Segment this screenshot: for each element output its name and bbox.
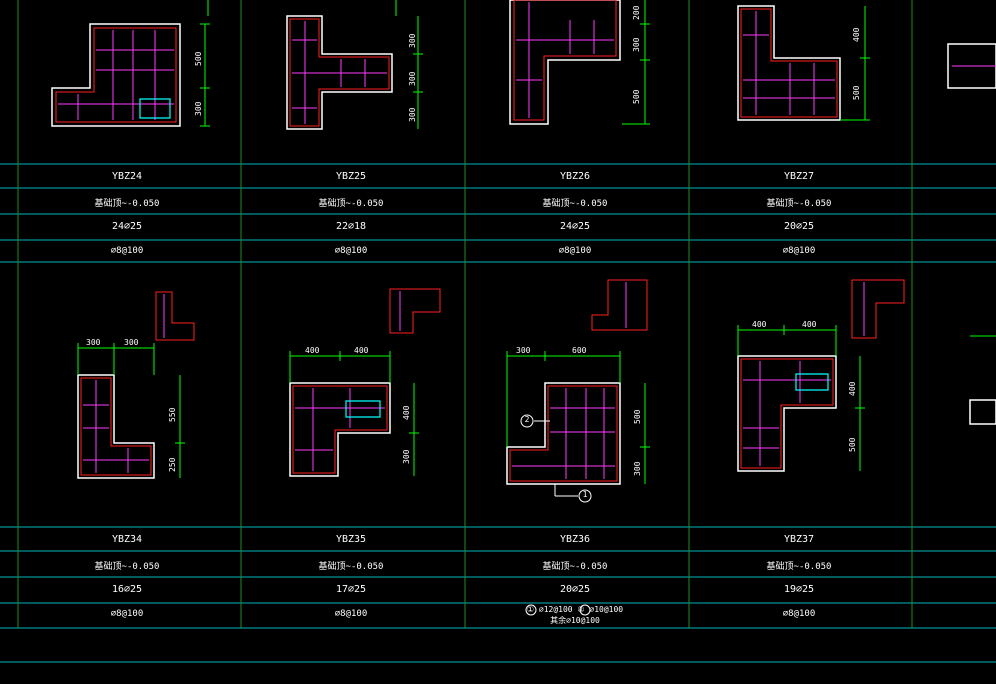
dim-ybz24-500: 500 [194,51,203,66]
column-name-ybz24[interactable]: YBZ24 [111,171,143,182]
elevation-ybz25: 基础顶~-0.050 [318,199,384,209]
dim-ybz24-300: 300 [194,101,203,116]
elevation-ybz24: 基础顶~-0.050 [94,199,160,209]
rebar-ybz25: 22⌀18 [335,221,367,232]
table-grid-vertical [17,0,913,628]
dim-ybz37-400a: 400 [752,320,767,329]
column-name-ybz34[interactable]: YBZ34 [111,534,143,545]
dim-ybz34-300b: 300 [124,338,139,347]
stirrup-ybz37: ⌀8@100 [782,609,816,619]
rebar-ybz37: 19⌀25 [783,584,815,595]
dim-ybz26-500: 500 [632,89,641,104]
elevation-ybz35: 基础顶~-0.050 [318,562,384,572]
rebar-ybz35: 17⌀25 [335,584,367,595]
dim-ybz36-500: 500 [633,409,642,424]
stirrup-ybz24: ⌀8@100 [110,246,144,256]
column-name-ybz26[interactable]: YBZ26 [559,171,591,182]
callout-1: 1 [582,490,588,499]
section-ybz26[interactable] [509,0,650,125]
callout-2: 2 [524,415,530,424]
rebar-ybz34: 16⌀25 [111,584,143,595]
dim-ybz27-500: 500 [852,85,861,100]
dim-ybz35-400b: 400 [354,346,369,355]
column-name-ybz36[interactable]: YBZ36 [559,534,591,545]
dim-ybz36-600: 600 [572,346,587,355]
rebar-ybz24: 24⌀25 [111,221,143,232]
table-grid [0,163,996,663]
section-ybz27[interactable] [737,5,870,121]
elevation-ybz36: 基础顶~-0.050 [542,562,608,572]
column-name-ybz35[interactable]: YBZ35 [335,534,367,545]
section-ybz24[interactable] [51,0,210,127]
stirrup-ybz26: ⌀8@100 [558,246,592,256]
dim-ybz37-500: 500 [848,437,857,452]
column-name-ybz25[interactable]: YBZ25 [335,171,367,182]
dim-ybz25-300b: 300 [408,71,417,86]
stirrup-ybz34: ⌀8@100 [110,609,144,619]
dim-ybz35-300: 300 [402,449,411,464]
dim-ybz34-550: 550 [168,407,177,422]
section-ybz37[interactable] [737,279,905,472]
stirrup-ybz36: ① ⌀12@100 ② ⌀10@100 [526,605,624,614]
elevation-ybz37: 基础顶~-0.050 [766,562,832,572]
rebar-ybz27: 20⌀25 [783,221,815,232]
dim-ybz26-300: 300 [632,37,641,52]
section-ybz36[interactable] [506,279,650,497]
section-partial-right [947,43,996,89]
section-ybz34[interactable] [77,291,195,479]
dim-ybz27-400: 400 [852,27,861,42]
section-ybz25[interactable] [286,0,423,130]
dim-ybz25-300a: 300 [408,33,417,48]
dim-ybz34-300a: 300 [86,338,101,347]
stirrup-ybz35: ⌀8@100 [334,609,368,619]
stirrup-ybz25: ⌀8@100 [334,246,368,256]
section-partial-right-2 [969,335,996,425]
dim-ybz25-300c: 300 [408,107,417,122]
stirrup-ybz36-other: 其余⌀10@100 [550,616,600,625]
dim-ybz35-400c: 400 [402,405,411,420]
elevation-ybz27: 基础顶~-0.050 [766,199,832,209]
dim-ybz35-400a: 400 [305,346,320,355]
column-name-ybz27[interactable]: YBZ27 [783,171,815,182]
dim-ybz26-200: 200 [632,5,641,20]
elevation-ybz26: 基础顶~-0.050 [542,199,608,209]
rebar-ybz36: 20⌀25 [559,584,591,595]
dim-ybz37-400c: 400 [848,381,857,396]
dim-ybz34-250: 250 [168,457,177,472]
dim-ybz36-300b: 300 [633,461,642,476]
stirrup-ybz27: ⌀8@100 [782,246,816,256]
dim-ybz36-300: 300 [516,346,531,355]
rebar-ybz26: 24⌀25 [559,221,591,232]
elevation-ybz34: 基础顶~-0.050 [94,562,160,572]
section-ybz35[interactable] [289,288,441,477]
callout-markers [520,414,592,616]
dim-ybz37-400b: 400 [802,320,817,329]
column-name-ybz37[interactable]: YBZ37 [783,534,815,545]
